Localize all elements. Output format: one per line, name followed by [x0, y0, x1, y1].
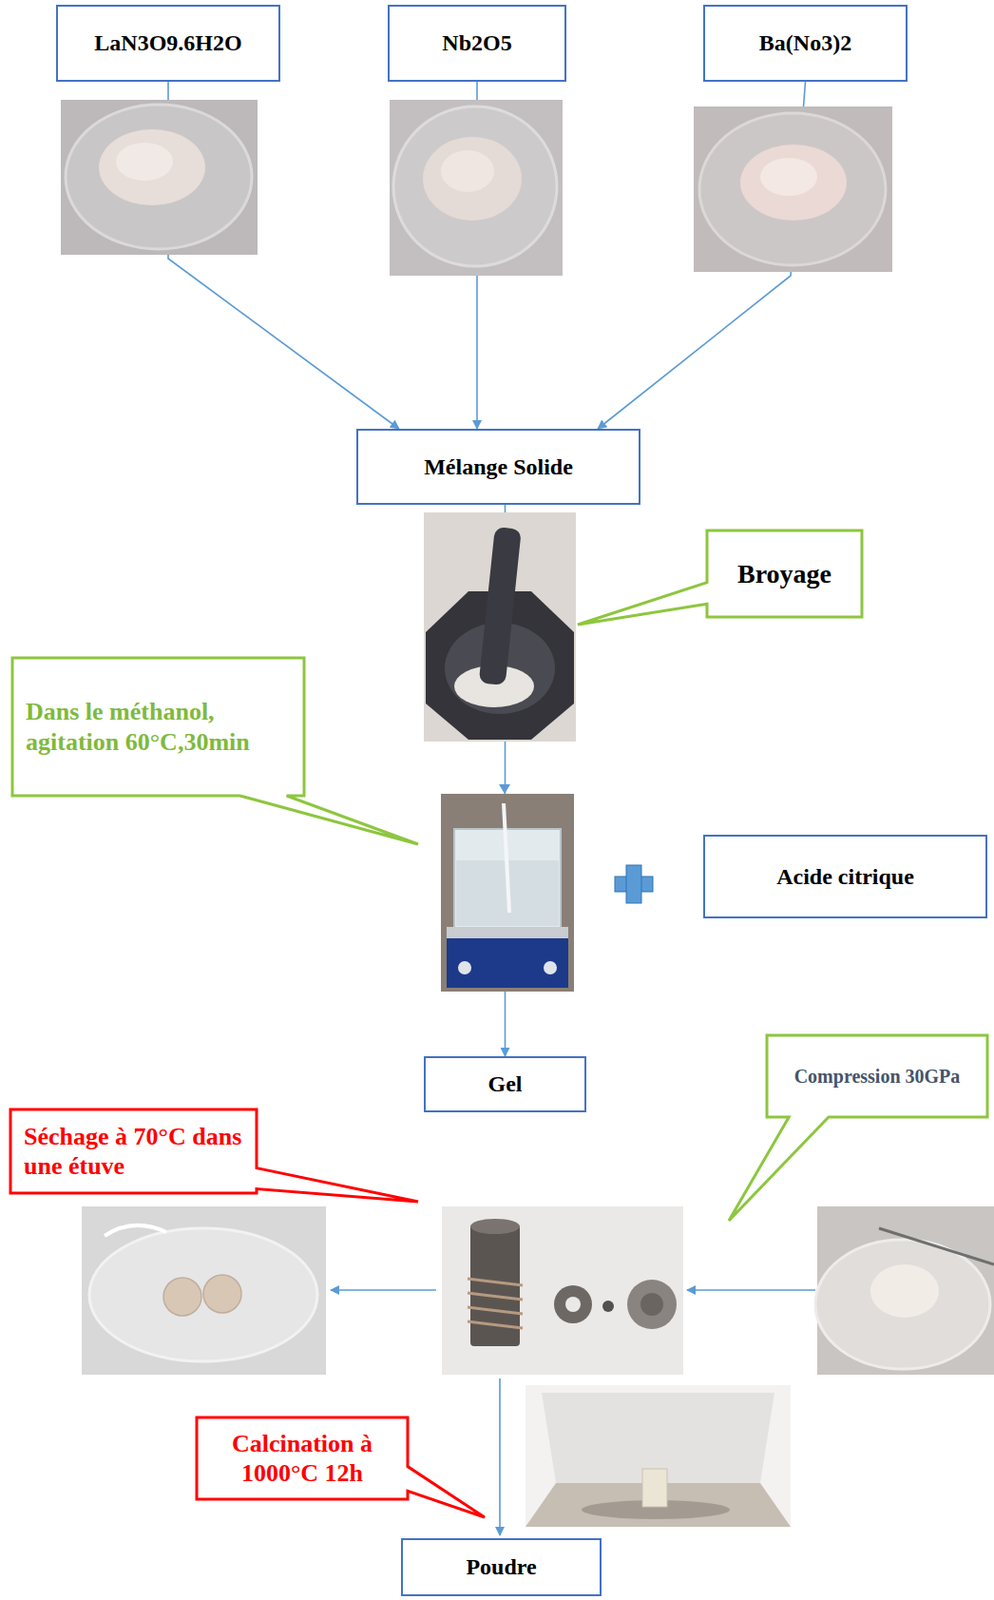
press-photo	[467, 1320, 523, 1328]
node-label: Dans le méthanol, agitation 60°C,30min	[25, 696, 291, 756]
stirrer-photo	[446, 937, 569, 988]
furnace-photo	[525, 1384, 791, 1527]
process-box: Gel	[423, 1055, 587, 1112]
press-photo	[627, 1279, 677, 1329]
node-label: Compression 30GPa	[794, 1064, 961, 1088]
callout-box: Séchage à 70°C dans une étuve	[10, 1108, 257, 1193]
mortar-photo	[423, 512, 576, 742]
press-photo	[441, 1205, 684, 1375]
callout-box: Calcination à 1000°C 12h	[196, 1416, 408, 1499]
powder-photo	[65, 104, 252, 249]
powder-photo	[60, 99, 258, 255]
photo-arrow	[687, 1288, 816, 1291]
callout-outline	[728, 1034, 988, 1221]
powder-photo	[389, 99, 563, 276]
photo-arrow	[330, 1288, 437, 1291]
press-photo	[640, 1292, 664, 1316]
node-label: LaN3O9.6H2O	[94, 29, 242, 58]
powder-photo	[760, 157, 818, 196]
mortar-photo	[478, 526, 522, 686]
node-label: Nb2O5	[441, 29, 512, 58]
powder-photo	[815, 1239, 991, 1369]
process-box: Mélange Solide	[356, 428, 641, 505]
node-label: Mélange Solide	[423, 453, 574, 481]
callout-outline	[577, 530, 862, 625]
stirrer-photo	[458, 960, 472, 975]
pellets-photo	[81, 1205, 326, 1375]
powder-photo	[699, 113, 886, 266]
powder-photo	[60, 99, 258, 255]
callout-outline	[12, 657, 419, 844]
process-box: LaN3O9.6H2O	[56, 4, 281, 82]
process-box: Poudre	[401, 1537, 602, 1596]
process-box: Ba(No3)2	[703, 4, 908, 82]
press-photo	[467, 1278, 523, 1285]
stirrer-photo	[498, 783, 511, 794]
powder-photo	[98, 129, 206, 206]
press-photo	[467, 1306, 523, 1314]
pellets-photo	[163, 1277, 202, 1316]
node-label: Broyage	[737, 557, 832, 591]
callout-box: Compression 30GPa	[766, 1034, 988, 1117]
press-photo	[441, 1205, 684, 1375]
node-label: Acide citrique	[776, 862, 915, 891]
callout-outline	[10, 1108, 419, 1202]
callout-outline	[196, 1416, 485, 1517]
press-photo	[602, 1299, 614, 1312]
press-photo	[565, 1296, 581, 1312]
photo-arrow	[498, 1377, 501, 1535]
plus-sign	[626, 864, 642, 903]
node-label: Poudre	[465, 1552, 536, 1581]
press-photo	[470, 1218, 520, 1234]
furnace-photo	[642, 1468, 668, 1507]
powder-photo	[115, 142, 173, 181]
press-photo	[554, 1284, 593, 1323]
node-label: Gel	[488, 1070, 523, 1098]
powder-photo	[389, 99, 563, 276]
stirrer-photo	[543, 960, 557, 975]
callout-box: Dans le méthanol, agitation 60°C,30min	[12, 657, 305, 796]
stirrer-photo	[440, 783, 574, 992]
process-box: Acide citrique	[703, 834, 988, 918]
pellets-photo	[89, 1227, 318, 1361]
plus-sign	[614, 864, 653, 903]
powder-photo	[870, 1263, 939, 1318]
mortar-photo	[423, 512, 576, 742]
powder-photo	[422, 136, 522, 221]
powder-photo	[879, 1227, 994, 1264]
pellets-photo	[81, 1205, 326, 1375]
powder-photo	[393, 106, 557, 267]
stirrer-photo	[440, 793, 574, 992]
pellets-photo	[203, 1274, 242, 1313]
powder-photo	[693, 106, 893, 272]
node-label: Calcination à 1000°C 12h	[210, 1428, 395, 1488]
node-label: Séchage à 70°C dans une étuve	[23, 1121, 244, 1181]
process-box: Nb2O5	[387, 4, 567, 82]
plus-sign	[614, 876, 653, 892]
furnace-photo	[525, 1384, 791, 1527]
node-label: Ba(No3)2	[759, 29, 852, 58]
press-photo	[467, 1292, 523, 1300]
powder-photo	[740, 144, 847, 221]
powder-photo	[440, 150, 495, 192]
stirrer-photo	[446, 926, 569, 938]
pellets-photo	[104, 1224, 167, 1236]
callout-box: Broyage	[707, 530, 862, 617]
stirrer-photo	[503, 802, 510, 913]
plus-sign	[627, 877, 641, 891]
powder-photo	[815, 1205, 994, 1375]
powder-photo	[693, 106, 893, 272]
